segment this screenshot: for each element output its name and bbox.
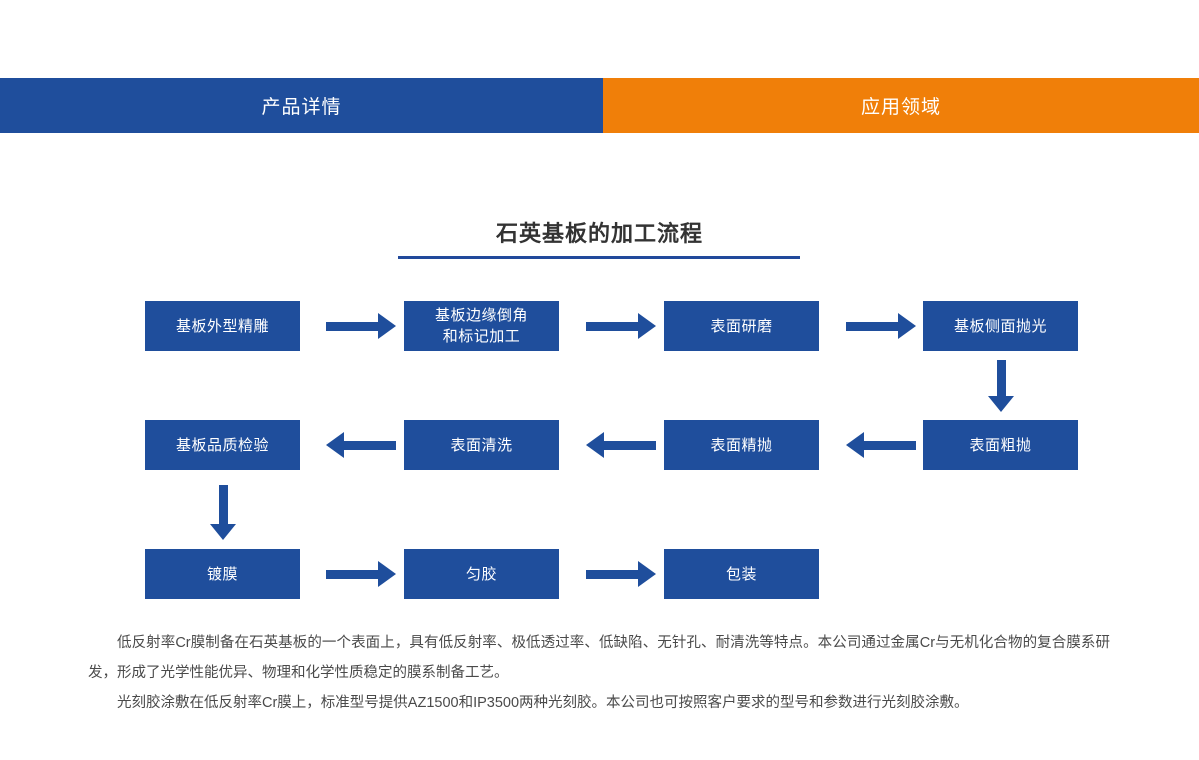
flow-node-label: 匀胶 <box>465 565 497 583</box>
flow-node-label: 基板品质检验 <box>175 436 269 454</box>
section-header: 石英基板的加工流程 <box>0 218 1199 250</box>
flow-node-label: 基板外型精雕 <box>175 317 269 335</box>
flow-node[interactable]: 匀胶 <box>404 549 559 599</box>
page-title: 石英基板的加工流程 <box>495 221 703 246</box>
description-paragraph-2: 光刻胶涂敷在低反射率Cr膜上，标准型号提供AZ1500和IP3500两种光刻胶。… <box>117 695 969 711</box>
flow-node[interactable]: 基板侧面抛光 <box>923 301 1078 351</box>
flow-node-label: 表面清洗 <box>450 436 513 454</box>
arrow-left-icon <box>846 432 916 458</box>
flow-node[interactable]: 表面粗抛 <box>923 420 1078 470</box>
arrow-down-icon <box>210 485 236 540</box>
flow-node[interactable]: 基板边缘倒角 和标记加工 <box>404 301 559 351</box>
flow-node[interactable]: 镀膜 <box>145 549 300 599</box>
flow-node[interactable]: 表面清洗 <box>404 420 559 470</box>
description-paragraph-1: 低反射率Cr膜制备在石英基板的一个表面上，具有低反射率、极低透过率、低缺陷、无针… <box>88 635 1110 681</box>
arrow-right-icon <box>326 561 396 587</box>
description-text: 低反射率Cr膜制备在石英基板的一个表面上，具有低反射率、极低透过率、低缺陷、无针… <box>88 628 1110 718</box>
arrow-right-icon <box>846 313 916 339</box>
arrow-right-icon <box>326 313 396 339</box>
flow-node-label: 表面精抛 <box>710 436 773 454</box>
tab-application-areas[interactable]: 应用领域 <box>603 78 1199 133</box>
arrow-down-icon <box>988 360 1014 412</box>
flow-node-label: 表面研磨 <box>710 317 773 335</box>
flow-node-label: 镀膜 <box>206 565 238 583</box>
flow-node-label: 基板侧面抛光 <box>953 317 1047 335</box>
arrow-left-icon <box>586 432 656 458</box>
flow-node[interactable]: 表面研磨 <box>664 301 819 351</box>
arrow-right-icon <box>586 561 656 587</box>
flow-node-label: 基板边缘倒角 和标记加工 <box>434 307 528 345</box>
flow-node[interactable]: 基板外型精雕 <box>145 301 300 351</box>
flow-node-label: 表面粗抛 <box>969 436 1032 454</box>
flow-node[interactable]: 包装 <box>664 549 819 599</box>
arrow-left-icon <box>326 432 396 458</box>
arrow-right-icon <box>586 313 656 339</box>
flow-node[interactable]: 基板品质检验 <box>145 420 300 470</box>
flow-node-label: 包装 <box>725 565 757 583</box>
tab-bar: 产品详情 应用领域 <box>0 78 1199 133</box>
title-underline-divider <box>398 256 800 259</box>
tab-product-details[interactable]: 产品详情 <box>0 78 603 133</box>
flow-node[interactable]: 表面精抛 <box>664 420 819 470</box>
